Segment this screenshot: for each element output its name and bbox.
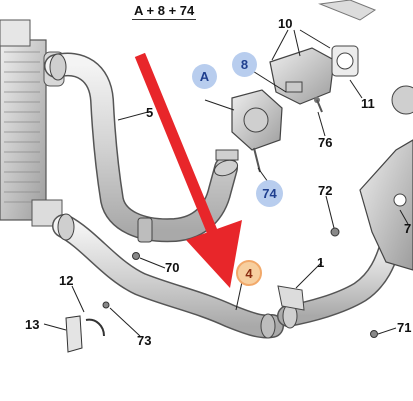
label-7: 7 bbox=[404, 221, 412, 236]
label-72: 72 bbox=[318, 183, 333, 198]
label-73: 73 bbox=[137, 333, 152, 348]
pipe-1 bbox=[277, 85, 413, 329]
label-12: 12 bbox=[59, 273, 74, 288]
throttle-assembly bbox=[215, 0, 377, 173]
label-13: 13 bbox=[25, 317, 40, 332]
callout-4-highlight: 4 bbox=[236, 260, 262, 286]
label-5: 5 bbox=[146, 105, 154, 120]
label-1: 1 bbox=[317, 255, 325, 270]
callout-8: 8 bbox=[232, 52, 257, 77]
formula-label: A + 8 + 74 bbox=[132, 3, 197, 20]
intercooler bbox=[0, 19, 65, 227]
hose-5 bbox=[44, 52, 239, 243]
label-70: 70 bbox=[165, 260, 180, 275]
callout-a: A bbox=[192, 64, 217, 89]
callout-74: 74 bbox=[256, 180, 283, 207]
label-11: 11 bbox=[361, 96, 375, 111]
hose-4 bbox=[52, 213, 284, 339]
label-71: 71 bbox=[397, 320, 412, 335]
hardware bbox=[65, 227, 378, 353]
label-10: 10 bbox=[278, 16, 293, 31]
label-76: 76 bbox=[318, 135, 333, 150]
pointer-arrow bbox=[134, 52, 242, 288]
